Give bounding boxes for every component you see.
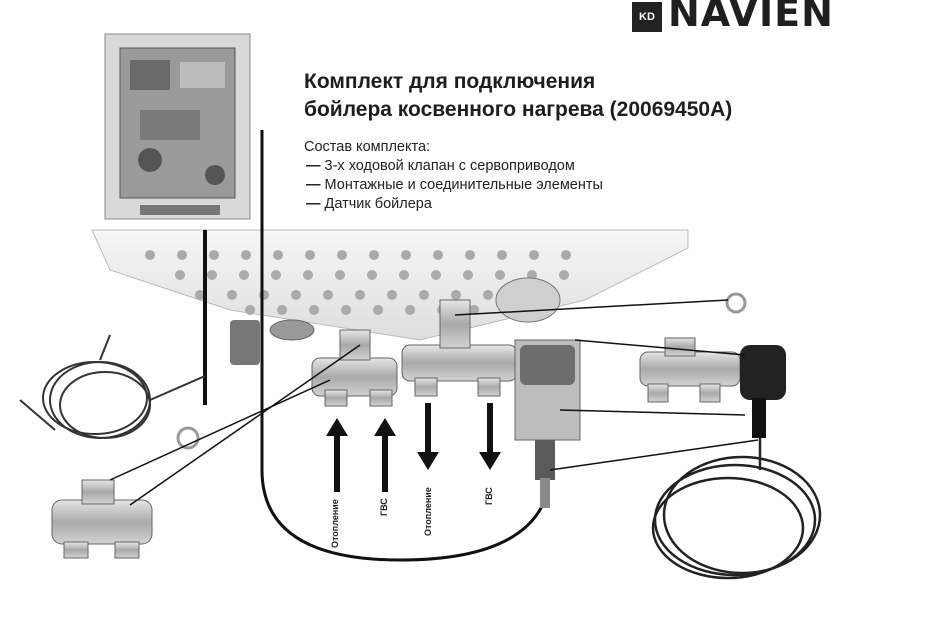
connection-fitting: [51, 426, 200, 559]
servo-cable-coil: [651, 438, 822, 580]
panel-hole: [451, 290, 461, 300]
panel-hole: [559, 270, 569, 280]
panel-hole: [373, 305, 383, 315]
panel-hole: [227, 290, 237, 300]
panel-hole: [271, 270, 281, 280]
panel-hole: [561, 250, 571, 260]
panel-hole: [529, 250, 539, 260]
boiler-bottom-panel: [91, 229, 689, 341]
boiler-cable: [260, 130, 547, 562]
panel-hole: [355, 290, 365, 300]
panel-hole: [175, 270, 185, 280]
panel-hole: [369, 250, 379, 260]
panel-hole: [463, 270, 473, 280]
panel-hole: [305, 250, 315, 260]
panel-hole: [273, 250, 283, 260]
panel-hole: [465, 250, 475, 260]
brand-logo: KD NAVIEN: [632, 0, 834, 34]
panel-hole: [433, 250, 443, 260]
panel-hole: [303, 270, 313, 280]
panel-hole: [195, 290, 205, 300]
panel-hole: [291, 290, 301, 300]
flow-label-heating-return: Отопление: [423, 487, 433, 536]
flow-arrows: [326, 403, 501, 492]
kit-item: Монтажные и соединительные элементы: [304, 176, 603, 195]
page-title: Комплект для подключения бойлера косвенн…: [304, 68, 732, 124]
title-line-2: бойлера косвенного нагрева (20069450А): [304, 98, 733, 121]
panel-hole: [419, 290, 429, 300]
panel-hole: [323, 290, 333, 300]
panel-hole: [209, 250, 219, 260]
panel-holes: [145, 250, 571, 315]
panel-hole: [405, 305, 415, 315]
panel-hole: [337, 250, 347, 260]
panel-hole: [277, 305, 287, 315]
panel-hole: [469, 305, 479, 315]
panel-hole: [145, 250, 155, 260]
flow-label-heating-supply: Отопление: [330, 499, 340, 548]
panel-hole: [495, 270, 505, 280]
panel-hole: [401, 250, 411, 260]
panel-hole: [241, 250, 251, 260]
flow-label-dhw-return: ГВС: [484, 487, 494, 505]
three-way-valve-with-servo: [639, 292, 786, 438]
panel-hole: [309, 305, 319, 315]
brand-name: NAVIEN: [668, 0, 834, 35]
brand-mark-icon: KD: [632, 2, 662, 32]
panel-hole: [335, 270, 345, 280]
panel-hole: [387, 290, 397, 300]
kit-contents: Состав комплекта: 3-х ходовой клапан с с…: [304, 138, 603, 214]
panel-hole: [341, 305, 351, 315]
panel-hole: [367, 270, 377, 280]
kit-heading: Состав комплекта:: [304, 139, 431, 155]
panel-hole: [483, 290, 493, 300]
flow-label-dhw-supply: ГВС: [379, 498, 389, 516]
panel-hole: [207, 270, 217, 280]
panel-hole: [527, 270, 537, 280]
panel-hole: [399, 270, 409, 280]
kit-item: Датчик бойлера: [304, 195, 603, 214]
boiler-sensor-coil: [19, 334, 206, 439]
panel-hole: [177, 250, 187, 260]
control-box: [104, 33, 251, 220]
leader-lines: [109, 299, 759, 506]
panel-hole: [245, 305, 255, 315]
panel-hole: [239, 270, 249, 280]
kit-item: 3-х ходовой клапан с сервоприводом: [304, 157, 603, 176]
valve-manifold: [230, 277, 581, 508]
panel-hole: [497, 250, 507, 260]
panel-hole: [431, 270, 441, 280]
title-line-1: Комплект для подключения: [304, 70, 596, 93]
